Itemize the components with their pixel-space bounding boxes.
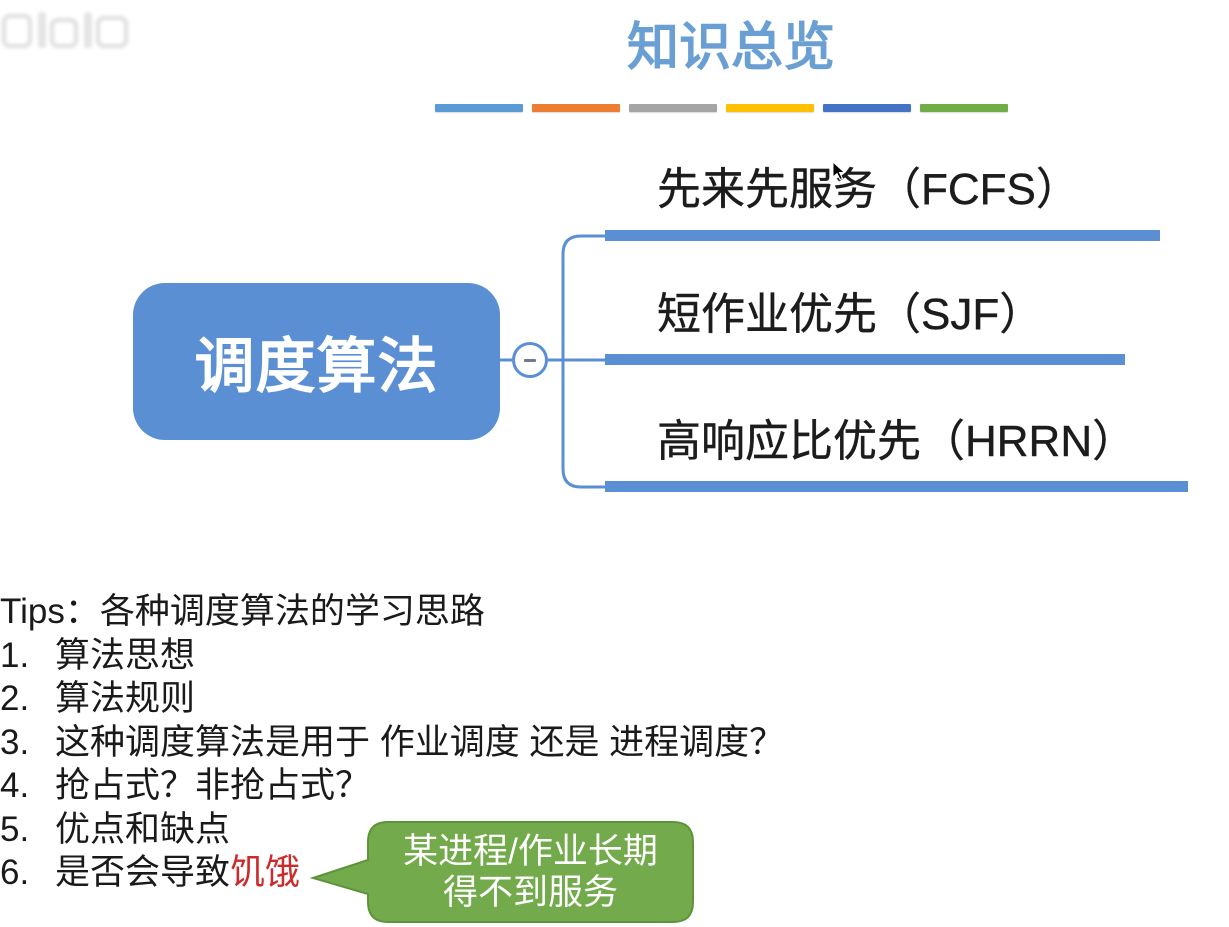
item-number: 3. [0,722,30,762]
list-item: 3. 这种调度算法是用于 作业调度 还是 进程调度？ [0,721,784,765]
mindmap-root-node: 调度算法 [133,283,500,440]
list-item: 1. 算法思想 [0,634,784,678]
callout-bubble [310,821,694,923]
branch-label-sjf: 短作业优先（SJF） [657,290,1044,339]
item-text: 算法思想 [55,635,196,675]
item-text: 是否会导致 [55,853,231,892]
item-number: 1. [0,635,30,675]
branch-connector-bottom [561,360,606,489]
collapse-toggle-button[interactable] [512,342,548,378]
list-item: 5. 优点和缺点 [0,808,784,852]
list-item: 2. 算法规则 [0,677,784,721]
item-number: 5. [0,809,30,849]
branch-underline [605,230,1160,241]
branch-underline [605,481,1188,492]
item-text: 优点和缺点 [55,809,231,849]
divider-bar [823,104,911,112]
item-text: 算法规则 [55,679,196,718]
mindmap-connectors [500,234,606,489]
branch-label-hrrn: 高响应比优先（HRRN） [657,417,1137,466]
divider-bar [532,104,620,112]
item-number: 4. [0,766,30,805]
callout-line: 某进程/作业长期 [403,832,658,871]
mouse-cursor-icon [832,161,846,181]
item-number: 6. [0,853,30,892]
root-node-label: 调度算法 [194,333,439,400]
divider-bar [435,104,523,112]
callout-bubble-shape [313,822,693,922]
divider-bar [920,104,1008,112]
divider-bar [629,104,717,112]
branch-label-fcfs: 先来先服务（FCFS） [657,165,1080,214]
list-item: 4. 抢占式？非抢占式？ [0,764,784,808]
tips-heading: Tips：各种调度算法的学习思路 [0,592,485,631]
item-number: 2. [0,679,30,718]
callout-text: 某进程/作业长期 得不到服务 [368,822,693,922]
item-text: 抢占式？非抢占式？ [55,766,371,805]
branch-connector-top [561,234,606,360]
title-divider [435,104,1008,112]
item-text: 这种调度算法是用于 作业调度 还是 进程调度？ [55,722,785,762]
highlighted-text: 饥饿 [230,853,301,892]
slide-title: 知识总览 [626,19,835,77]
list-item: 6. 是否会导致饥饿 [0,851,784,895]
tips-list: Tips：各种调度算法的学习思路 1. 算法思想 2. 算法规则 3. 这种调度算法是… [0,590,784,895]
watermark-logo [1,12,129,49]
callout-line: 得不到服务 [442,873,618,912]
callout-bubble-border [310,821,694,923]
minus-icon [524,358,536,362]
branch-underline [605,354,1125,365]
divider-bar [726,104,814,112]
